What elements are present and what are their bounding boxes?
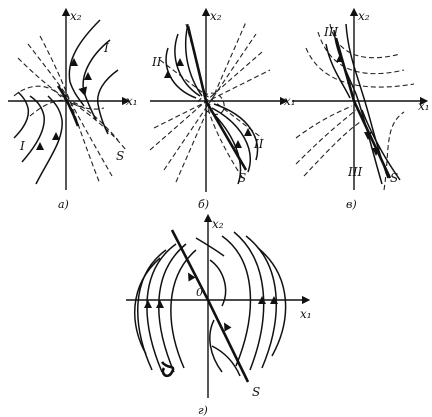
panel-d-arrow (144, 300, 152, 308)
panel-c-arrow (372, 148, 380, 156)
panel-a-trajectory (96, 69, 119, 135)
panel-c-dashed-curve (383, 111, 405, 191)
panel-d-ink-blot (160, 361, 175, 378)
panel-d-trajectory (245, 235, 277, 369)
panel-d-trajectory (209, 259, 227, 307)
panel-d-origin-label: 0 (196, 286, 203, 299)
panel-b-x2-label: x₂ (210, 9, 222, 23)
panel-b-trajectory (184, 23, 203, 97)
panel-b-dashed-curve (159, 59, 263, 139)
panel-b-dashed-curve (175, 21, 247, 183)
panel-d-trajectory (211, 345, 241, 377)
panel-b-x1-label: x₁ (284, 94, 296, 108)
panel-a-switching-line (56, 85, 80, 127)
panel-c-curve-label: III (347, 165, 362, 179)
panel-c-dashed-curve (295, 105, 353, 139)
panel-d-switching-label: S (252, 385, 260, 399)
panel-a-dashed-curve (13, 85, 105, 110)
panel-c-dashed-curve (305, 47, 415, 88)
panel-c-x2-label: x₂ (358, 9, 370, 23)
panel-a-dashed-curve (27, 43, 113, 177)
panel-a-caption: а) (58, 198, 69, 211)
panel-d-arrow (156, 300, 164, 308)
panel-c-arrow (364, 132, 372, 140)
panel-c-trajectory (361, 109, 401, 181)
panel-b-arrow (164, 70, 172, 78)
panel-a: x₂ x₁ I I S а) (8, 7, 138, 211)
panel-b-curve-label: II (253, 137, 264, 151)
panel-b-arrow (176, 58, 184, 66)
panel-c-x1-label: x₁ (418, 99, 430, 113)
panel-c-trajectory (325, 43, 351, 99)
panel-d-trajectory (195, 237, 225, 257)
panel-a-curve-label: I (103, 41, 109, 55)
panel-d-trajectory (209, 319, 223, 373)
panel-a-x2-label: x₂ (70, 9, 82, 23)
panel-d-arrow (224, 322, 232, 332)
panel-d-x2-label: x₂ (212, 217, 224, 231)
panel-b-caption: б) (198, 198, 209, 211)
panel-d-caption: г) (198, 404, 208, 417)
panel-a-arrow (84, 72, 92, 80)
panel-b-curve-label: II (151, 55, 162, 69)
panel-d-arrow (258, 296, 266, 304)
panel-d-trajectory (137, 249, 167, 371)
panel-c-switching-label: S (390, 171, 398, 185)
panel-d-switching-line (170, 229, 250, 383)
panel-c-trajectory (333, 29, 383, 185)
panel-c-dashed-curve (317, 31, 405, 75)
panel-b-dashed-curve (153, 69, 271, 129)
panel-d-arrow (270, 296, 278, 304)
panel-c-trajectory (345, 23, 389, 179)
panel-a-arrow (52, 132, 60, 140)
panel-d-trajectory (158, 243, 187, 373)
panel-c-dashed-curve (329, 23, 401, 59)
panel-d-trajectory (257, 247, 287, 357)
panel-c-arrow (336, 54, 344, 62)
panel-b-trajectory (174, 33, 201, 97)
panel-b-trajectory (165, 47, 197, 99)
panel-d-trajectory (133, 257, 161, 355)
panel-a-dashed-curve (29, 99, 119, 141)
panel-d-trajectory (221, 235, 252, 367)
panel-a-trajectory (78, 39, 111, 121)
panel-b-trajectory (213, 103, 259, 161)
panel-c: x₂ x₁ III III S в) (292, 7, 430, 211)
panel-a-arrow (36, 142, 44, 150)
panel-d-arrow (188, 272, 196, 282)
panel-b-switching-line (186, 25, 248, 171)
panel-b-switching-label: S (238, 171, 246, 185)
panel-d-trajectory (146, 243, 177, 373)
panel-a-x1-label: x₁ (126, 94, 138, 108)
panel-a-trajectory (21, 95, 45, 163)
panel-b-dashed-curve (197, 92, 225, 115)
panel-b-arrow (244, 128, 252, 136)
panel-a-arrow (70, 58, 78, 66)
panel-a-trajectory (68, 19, 101, 107)
panel-a-dashed-curve (39, 35, 101, 185)
panel-c-dashed-curve (303, 121, 361, 177)
panel-d-x1-label: x₁ (300, 307, 312, 321)
panel-c-switching-line (334, 37, 392, 179)
panel-c-dashed-curve (295, 109, 357, 165)
panel-b-arrow (234, 140, 242, 148)
panel-a-trajectory (13, 91, 30, 139)
panel-d-trajectory (233, 231, 265, 371)
panel-c-curve-label: III (323, 25, 338, 39)
panel-d: x₂ x₁ 0 S г) (126, 213, 312, 417)
panel-b-dashed-curve (163, 33, 257, 171)
panel-a-switching-label: S (116, 149, 124, 163)
panel-b-trajectory (211, 107, 251, 173)
panel-c-caption: в) (346, 198, 357, 211)
panel-a-trajectory (35, 95, 63, 185)
panel-a-curve-label: I (19, 139, 25, 153)
panel-b: x₂ x₁ II II S б) (149, 7, 296, 211)
